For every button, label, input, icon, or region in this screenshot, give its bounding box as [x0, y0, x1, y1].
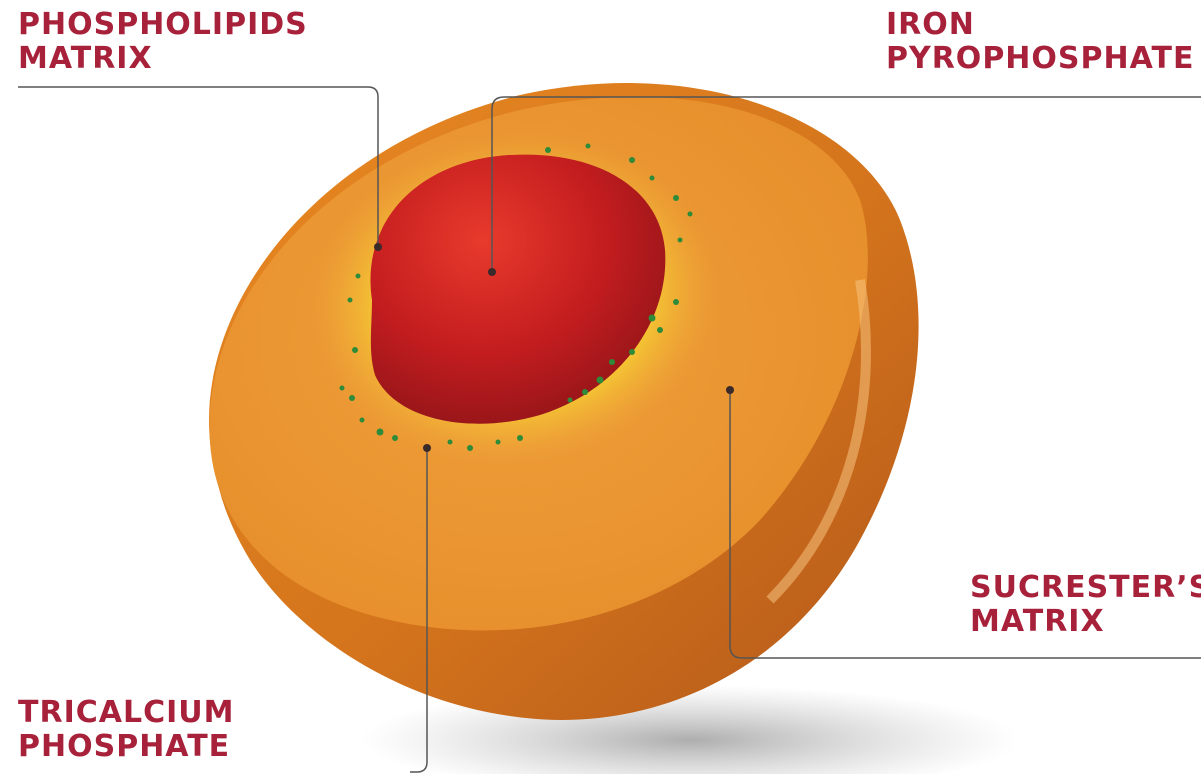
- label-iron-line2: PYROPHOSPHATE: [886, 42, 1194, 76]
- label-sucrester-line2: MATRIX: [970, 605, 1201, 639]
- leader-dot-sucrester: [726, 386, 734, 394]
- leader-dot-iron: [488, 268, 496, 276]
- leader-dot-phospholipids: [374, 243, 382, 251]
- label-sucrester-line1: SUCRESTER’S: [970, 571, 1201, 605]
- label-phospholipids-line2: MATRIX: [18, 42, 308, 76]
- label-tricalcium-line1: TRICALCIUM: [18, 696, 234, 730]
- leader-dot-tricalcium: [423, 444, 431, 452]
- label-tricalcium-phosphate: TRICALCIUM PHOSPHATE: [18, 696, 234, 764]
- label-sucresters-matrix: SUCRESTER’S MATRIX: [970, 571, 1201, 639]
- label-phospholipids-matrix: PHOSPHOLIPIDS MATRIX: [18, 8, 308, 76]
- label-iron-line1: IRON: [886, 8, 1194, 42]
- label-iron-pyrophosphate: IRON PYROPHOSPHATE: [886, 8, 1194, 76]
- label-tricalcium-line2: PHOSPHATE: [18, 730, 234, 764]
- label-phospholipids-line1: PHOSPHOLIPIDS: [18, 8, 308, 42]
